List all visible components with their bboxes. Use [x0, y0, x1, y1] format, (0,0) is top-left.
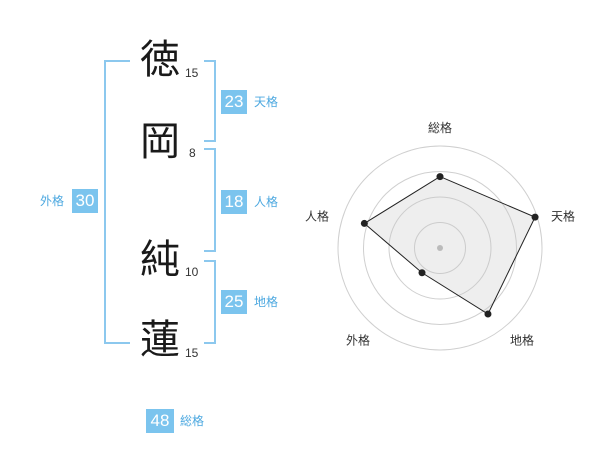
name-char-3: 純 [140, 237, 180, 283]
chikaku-label: 地格 [254, 295, 279, 309]
soukaku-label: 総格 [180, 414, 205, 428]
gaikaku-value: 30 [72, 189, 98, 213]
chikaku-bracket [204, 260, 216, 344]
stroke-count-2: 8 [189, 146, 196, 160]
tenkaku-label: 天格 [254, 95, 279, 109]
radar-ring [363, 171, 517, 325]
radar-point-4 [418, 269, 426, 277]
jinkaku-value: 18 [221, 190, 247, 214]
radar-point-3 [484, 310, 492, 318]
radar-axis-label: 人格 [305, 208, 329, 223]
jinkaku-bracket [204, 148, 216, 252]
name-char-4: 蓮 [140, 317, 180, 363]
name-char-1: 徳 [140, 37, 180, 83]
radar-ring [414, 222, 466, 274]
radar-ring [388, 196, 492, 300]
jinkaku-label: 人格 [254, 195, 279, 209]
soukaku-value: 48 [146, 409, 174, 433]
gaikaku-bracket [104, 60, 130, 344]
radar-axis-label: 地格 [510, 333, 534, 348]
tenkaku-value: 23 [221, 90, 247, 114]
radar-point-2 [531, 213, 539, 221]
radar-point-5 [360, 219, 368, 227]
radar-point-1 [436, 173, 444, 181]
stroke-count-4: 15 [185, 346, 199, 360]
tenkaku-bracket [204, 60, 216, 142]
gaikaku-label: 外格 [40, 194, 65, 208]
stroke-count-3: 10 [185, 265, 199, 279]
radar-axis-label: 総格 [428, 120, 452, 135]
name-char-2: 岡 [140, 119, 180, 165]
stroke-count-1: 15 [185, 66, 199, 80]
radar-axis-label: 天格 [551, 208, 575, 223]
chikaku-value: 25 [221, 290, 247, 314]
radar-center [437, 245, 443, 251]
radar-axis-label: 外格 [346, 333, 370, 348]
radar-area [363, 176, 536, 315]
